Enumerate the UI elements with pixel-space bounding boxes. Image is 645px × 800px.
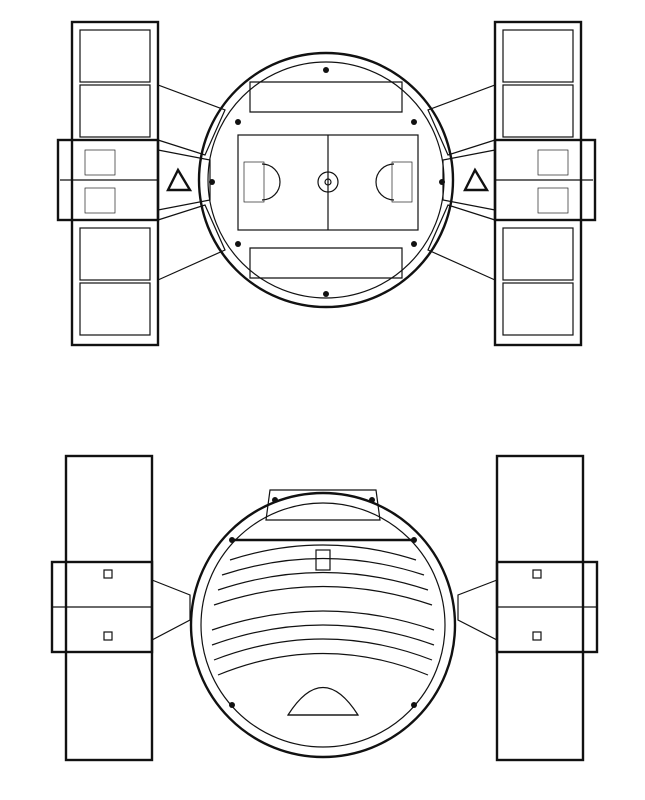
- upper-floor-plan: [56, 20, 597, 347]
- left-block: [50, 454, 191, 762]
- right-classroom-wing: [493, 20, 597, 347]
- left-classroom-wing: [56, 20, 160, 347]
- connecting-ramps: [157, 84, 496, 281]
- sports-hall-rotunda: [197, 51, 455, 309]
- right-block: [457, 454, 599, 762]
- lower-floor-plan: [50, 454, 599, 762]
- auditorium-rotunda: [189, 489, 457, 759]
